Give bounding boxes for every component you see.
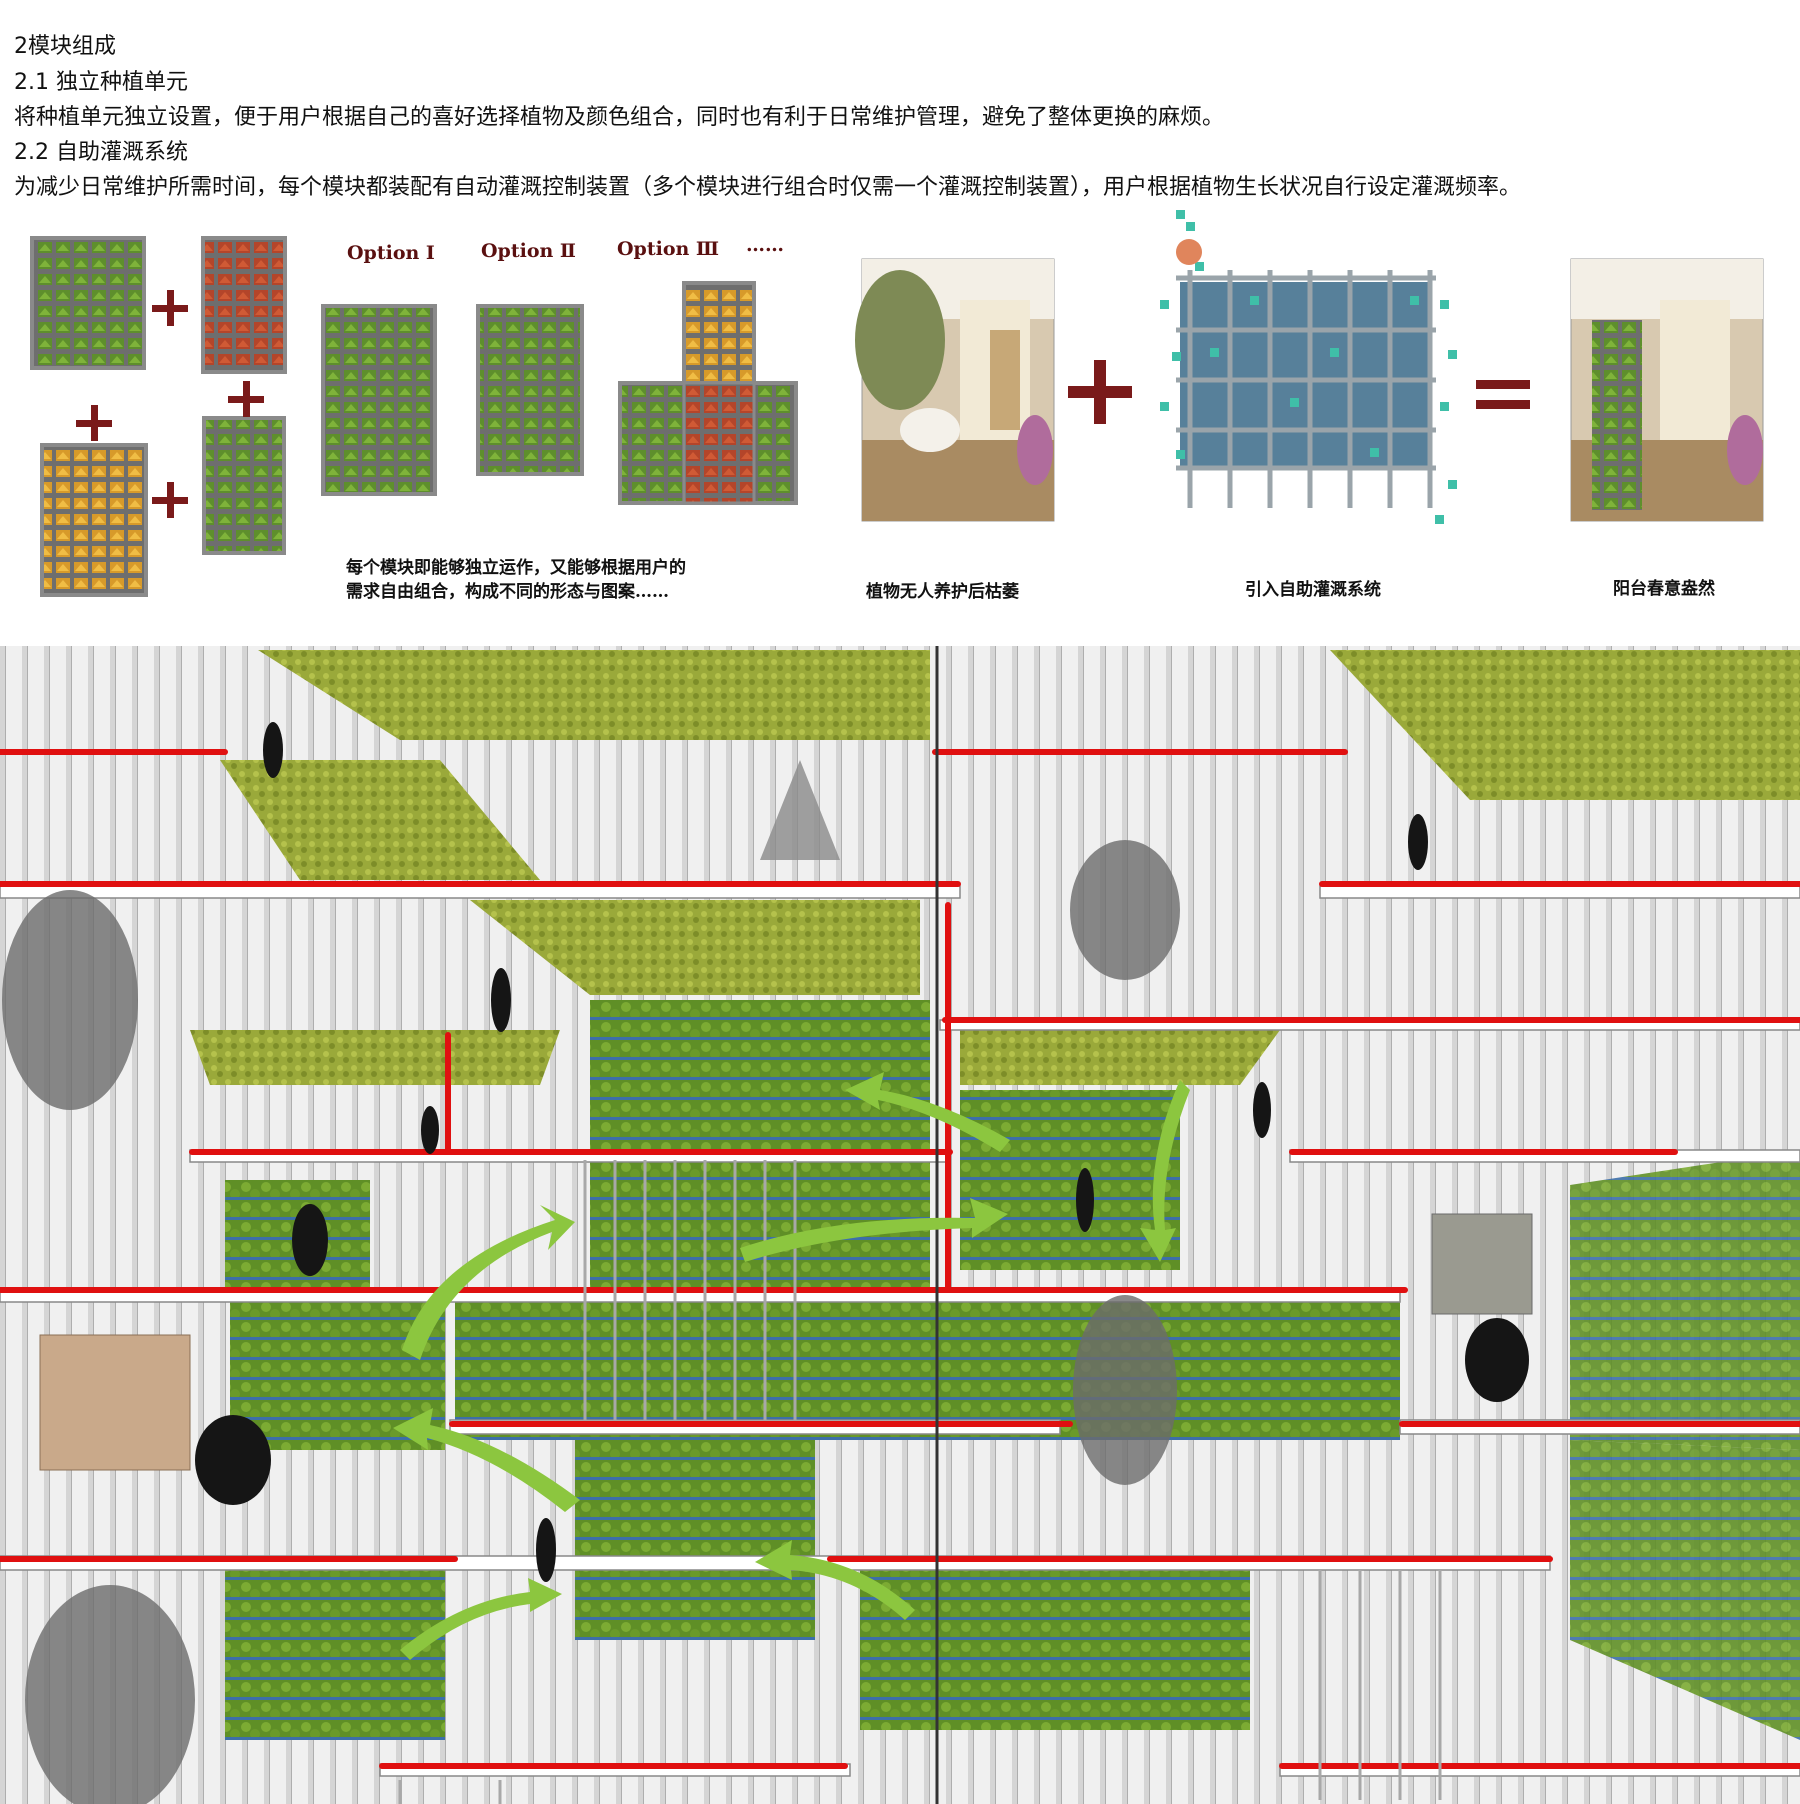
module-yellow-bottom: [40, 443, 148, 597]
irrigation-frame-drawing: [1160, 210, 1457, 524]
heading-section-2: 2.2 自助灌溉系统: [14, 140, 188, 165]
heading-section-1: 2.1 独立种植单元: [14, 70, 188, 95]
heading-title: 2模块组成: [14, 34, 116, 59]
plus-icon: [1068, 360, 1132, 424]
module-caption-line-1: 每个模块即能够独立运作，又能够根据用户的: [346, 558, 686, 578]
option-2-label: Option Ⅱ: [481, 240, 576, 262]
plus-icon: [76, 290, 264, 518]
option-more-label: ……: [746, 234, 784, 256]
caption-before: 植物无人养护后枯萎: [866, 582, 1019, 602]
option-1-label: Option Ⅰ: [347, 242, 435, 264]
module-green-bottom: [202, 416, 286, 555]
balcony-before-photo: [855, 258, 1055, 522]
option-3-label: Option Ⅲ: [617, 238, 720, 260]
caption-irrigation-system: 引入自助灌溉系统: [1245, 580, 1381, 600]
module-green-top: [30, 236, 146, 370]
circulation-arrows: [393, 1072, 1190, 1660]
option-3-drawing: [618, 281, 798, 505]
section-1-body: 将种植单元独立设置，便于用户根据自己的喜好选择植物及颜色组合，同时也有利于日常维…: [14, 105, 1225, 130]
module-caption-line-2: 需求自由组合，构成不同的形态与图案……: [346, 582, 669, 602]
caption-after: 阳台春意盎然: [1613, 579, 1715, 599]
module-red-top: [201, 236, 287, 374]
option-1-drawing: [321, 304, 437, 496]
balcony-after-photo: [1570, 258, 1764, 522]
section-2-body: 为减少日常维护所需时间，每个模块都装配有自动灌溉控制装置（多个模块进行组合时仅需…: [14, 175, 1522, 200]
option-2-drawing: [476, 304, 584, 476]
equals-icon: [1476, 380, 1530, 409]
